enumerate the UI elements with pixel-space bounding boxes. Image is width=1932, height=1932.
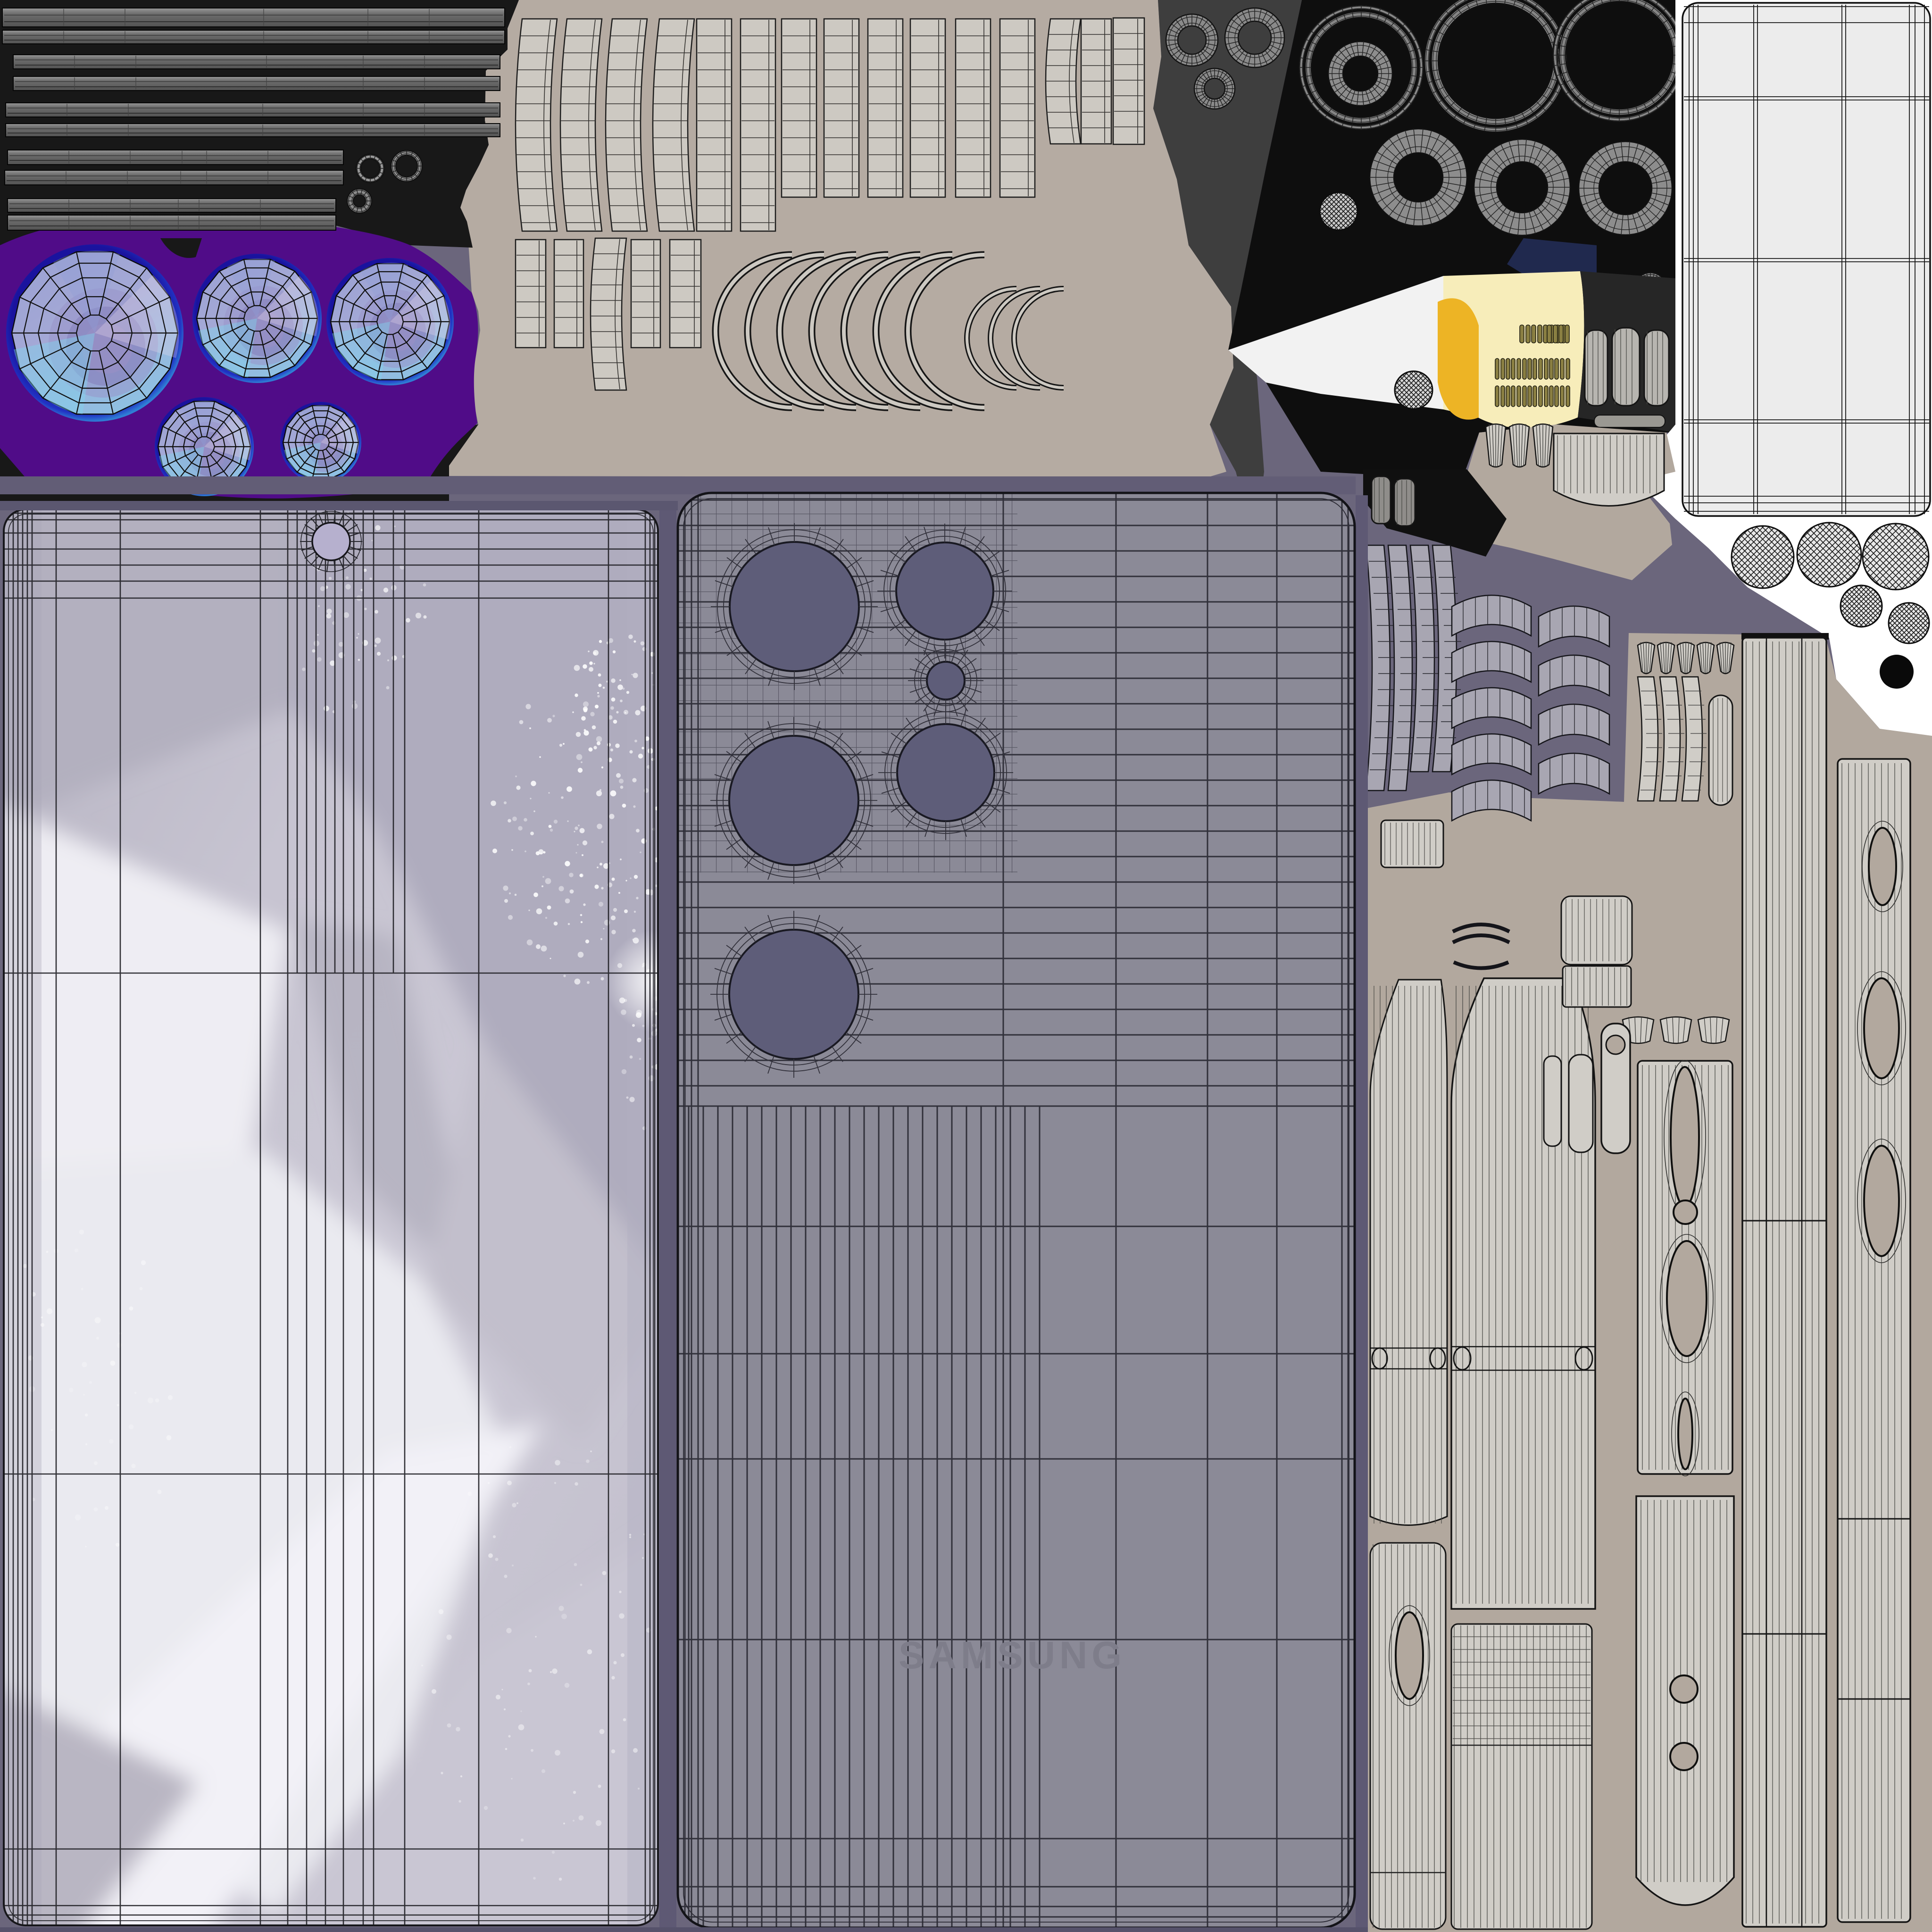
- svg-text:SAMSUNG: SAMSUNG: [899, 1634, 1126, 1677]
